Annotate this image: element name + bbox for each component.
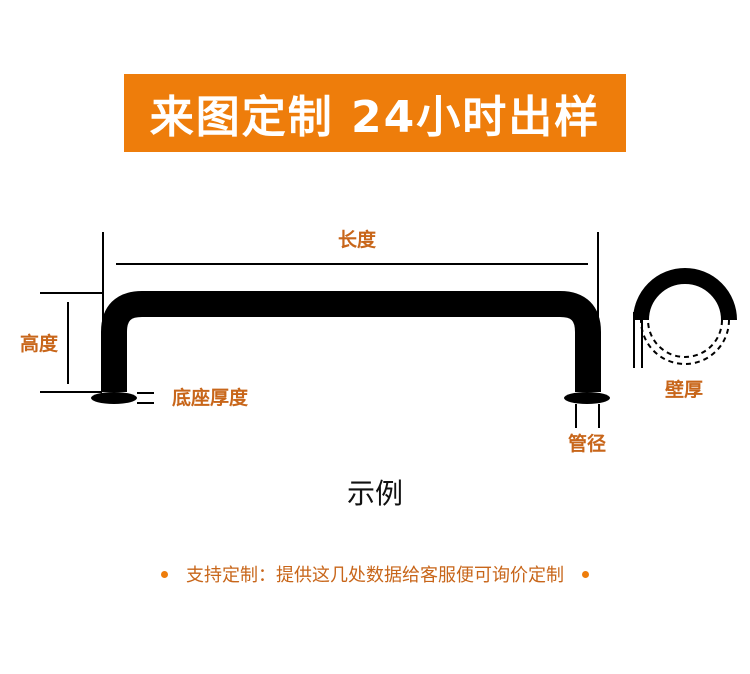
cross-section-outer-arc [640,319,730,365]
title-banner: 来图定制 24小时出样 [124,74,626,152]
footer-text: 支持定制：提供这几处数据给客服便可询价定制 [186,565,564,586]
banner-title: 来图定制 24小时出样 [149,92,601,143]
left-base-plate [91,392,137,404]
handrail-tube [101,291,601,392]
cross-section-ring [633,268,737,321]
pipe-diameter-label: 管径 [568,432,606,455]
length-label: 长度 [338,228,377,251]
wall-thickness-label: 壁厚 [665,378,703,401]
footer-note: 支持定制：提供这几处数据给客服便可询价定制 [0,561,750,587]
right-base-plate [564,392,610,404]
cross-section-inner-arc [647,319,723,358]
height-label: 高度 [20,332,59,355]
bullet-left-icon [161,570,168,578]
base-thickness-label: 底座厚度 [172,386,249,409]
example-caption: 示例 [346,477,403,510]
bullet-right-icon [582,570,589,578]
